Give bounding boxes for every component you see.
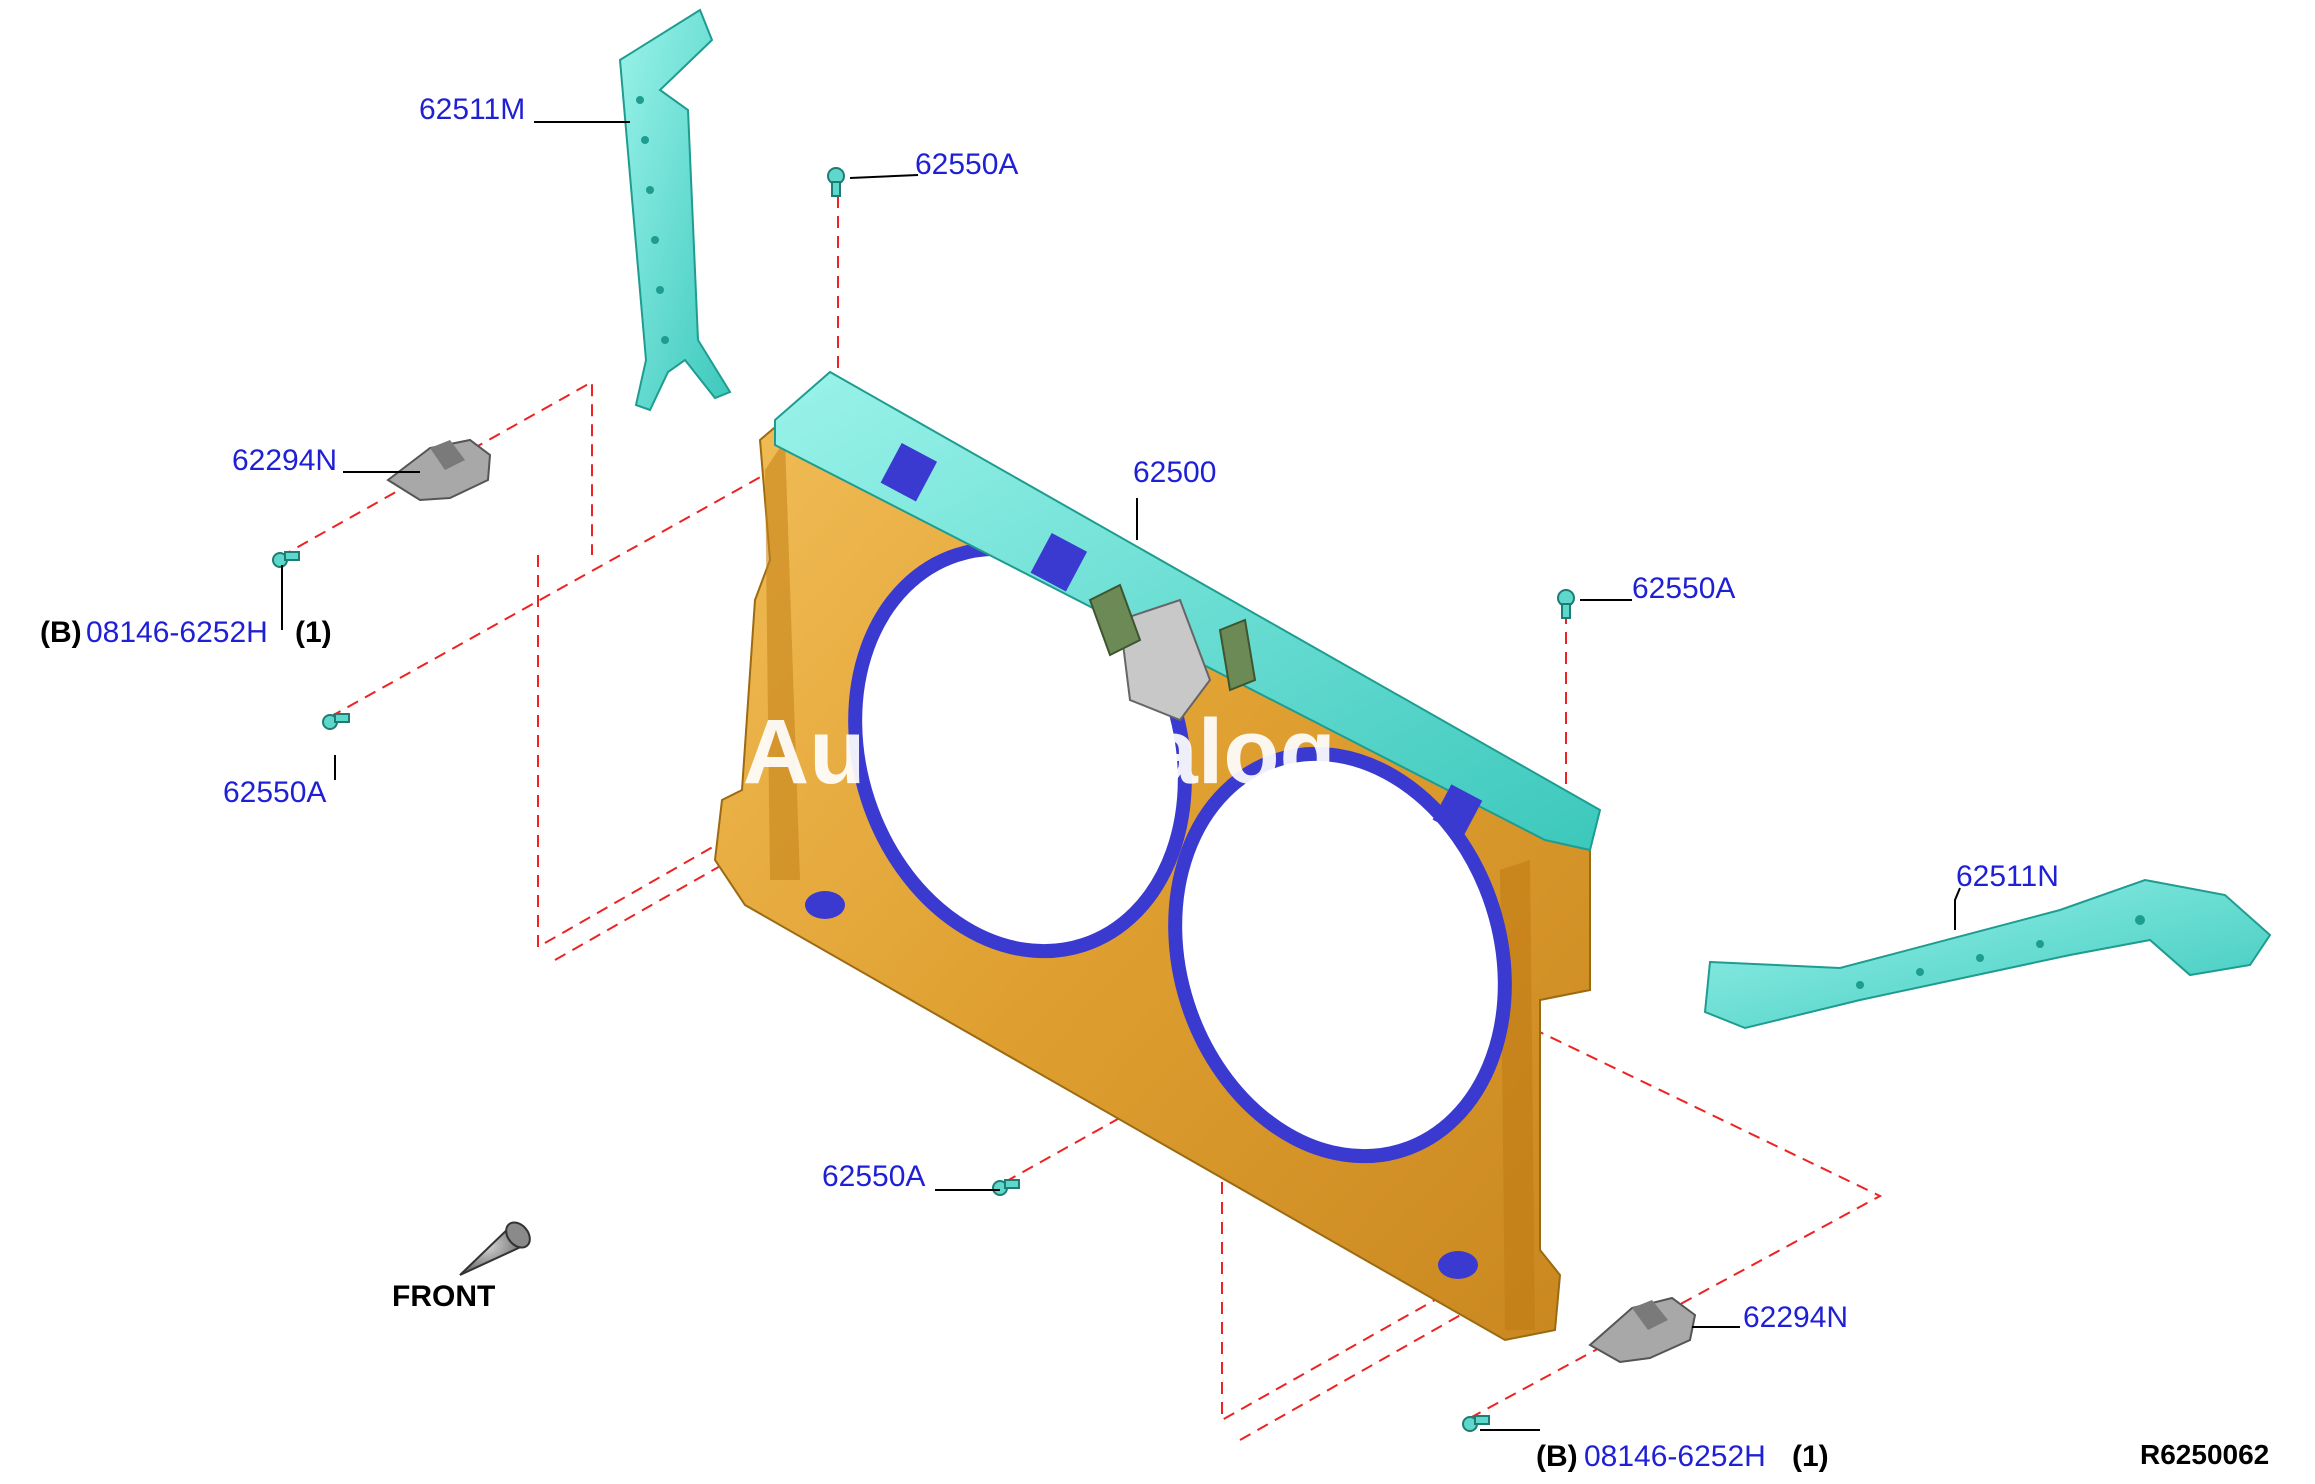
bolt-prefix-right: (B) bbox=[1536, 1440, 1578, 1473]
callout-62511n[interactable]: 62511N bbox=[1956, 860, 2059, 893]
callout-62511m[interactable]: 62511M bbox=[419, 93, 526, 126]
qty-left: (1) bbox=[295, 616, 332, 649]
callout-62294n-right[interactable]: 62294N bbox=[1743, 1301, 1849, 1334]
right-fan-opening bbox=[1168, 746, 1512, 1164]
bolt-prefix-left: (B) bbox=[40, 616, 82, 649]
radiator-core-support bbox=[713, 370, 1602, 1342]
callout-08146-right[interactable]: 08146-6252H bbox=[1584, 1440, 1766, 1473]
qty-right: (1) bbox=[1792, 1440, 1829, 1473]
fasteners bbox=[272, 167, 1575, 1432]
callout-62550a-left[interactable]: 62550A bbox=[223, 776, 327, 809]
callout-62500[interactable]: 62500 bbox=[1133, 456, 1217, 489]
bracket-62511n bbox=[1703, 878, 2272, 1030]
clip-62294n-right bbox=[1588, 1296, 1697, 1364]
callout-62550a-right[interactable]: 62550A bbox=[1632, 572, 1736, 605]
leader-lines bbox=[281, 121, 1961, 1431]
callout-08146-left[interactable]: 08146-6252H bbox=[86, 616, 268, 649]
callout-62550a-bottom[interactable]: 62550A bbox=[822, 1160, 926, 1193]
callout-62294n-left[interactable]: 62294N bbox=[232, 444, 338, 477]
diagram-ref-code: R6250062 bbox=[2140, 1439, 2270, 1470]
clip-62294n-left bbox=[386, 438, 492, 502]
callout-62550a-top[interactable]: 62550A bbox=[915, 148, 1019, 181]
front-arrow-icon bbox=[459, 1221, 531, 1276]
bracket-62511m bbox=[618, 8, 732, 412]
front-label: FRONT bbox=[392, 1280, 496, 1313]
